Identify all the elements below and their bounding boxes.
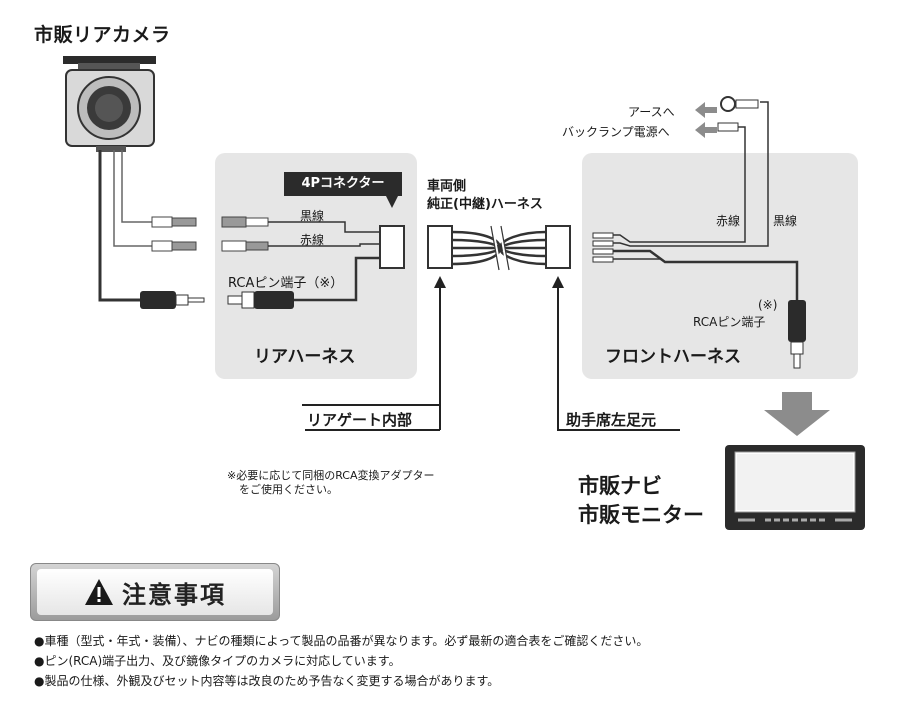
navi-monitor <box>725 445 865 530</box>
camera-cables <box>98 150 140 302</box>
caution-list: ●車種（型式・年式・装備）、ナビの種類によって製品の品番が異なります。必ず最新の… <box>34 631 648 691</box>
front-harness-panel <box>582 153 858 379</box>
vehicle-harness-line1: 車両側 <box>427 179 467 194</box>
rear-red-wire-label: 赤線 <box>300 233 325 247</box>
front-rca-plug <box>788 300 806 369</box>
front-black-wire-label: 黒線 <box>773 214 798 228</box>
vehicle-harness-wires <box>451 230 547 266</box>
down-arrow-icon <box>764 392 830 436</box>
warning-triangle-icon <box>85 579 113 605</box>
earth-ring-terminal <box>720 96 759 112</box>
backlamp-arrow-icon <box>695 122 717 138</box>
vehicle-connector-left <box>427 225 453 269</box>
caution-banner: 注意事項 <box>30 563 280 621</box>
camera-title: 市販リアカメラ <box>34 24 171 46</box>
rear-gate-label: リアゲート内部 <box>307 411 413 429</box>
caution-item: ●製品の仕様、外観及びセット内容等は改良のため予告なく変更する場合があります。 <box>34 674 500 688</box>
4p-connector-tag: 4Pコネクター <box>284 172 402 196</box>
backlamp-label: バックランプ電源へ <box>562 125 670 139</box>
adapter-note-line2: をご使用ください。 <box>239 483 338 496</box>
rear-black-wire-label: 黒線 <box>300 209 325 223</box>
camera-rca-plug <box>140 291 205 309</box>
backlamp-terminal <box>717 122 739 132</box>
rear-camera <box>63 56 156 152</box>
front-red-wire-label: 赤線 <box>716 214 741 228</box>
rear-harness-name: リアハーネス <box>254 347 356 367</box>
front-harness-name: フロントハーネス <box>605 347 741 367</box>
vehicle-harness-line2: 純正(中継)ハーネス <box>427 197 543 212</box>
camera-plug-connectors <box>151 216 269 252</box>
front-harness-pins <box>592 232 614 263</box>
earth-arrow-icon <box>695 102 717 118</box>
adapter-note-line1: ※必要に応じて同梱のRCA変換アダプター <box>227 469 435 482</box>
front-rca-mark: (※) <box>758 298 778 312</box>
earth-label: アースへ <box>628 105 675 119</box>
caution-item: ●ピン(RCA)端子出力、及び鏡像タイプのカメラに対応しています。 <box>34 654 401 668</box>
adapter-note: ※必要に応じて同梱のRCA変換アダプター をご使用ください。 <box>227 469 435 497</box>
vehicle-connector-right <box>545 225 571 269</box>
front-rca-label: RCAピン端子 <box>693 315 766 329</box>
navi-title-line2: 市販モニター <box>578 503 704 527</box>
harness-rca-socket <box>227 291 294 309</box>
caution-item: ●車種（型式・年式・装備）、ナビの種類によって製品の品番が異なります。必ず最新の… <box>34 634 649 648</box>
rear-rca-label: RCAピン端子（※） <box>228 276 344 291</box>
navi-title: 市販ナビ 市販モニター <box>578 472 704 530</box>
passenger-foot-label: 助手席左足元 <box>566 411 657 429</box>
rear-4p-connector <box>379 225 405 269</box>
navi-title-line1: 市販ナビ <box>578 474 662 498</box>
caution-title: 注意事項 <box>122 580 226 609</box>
